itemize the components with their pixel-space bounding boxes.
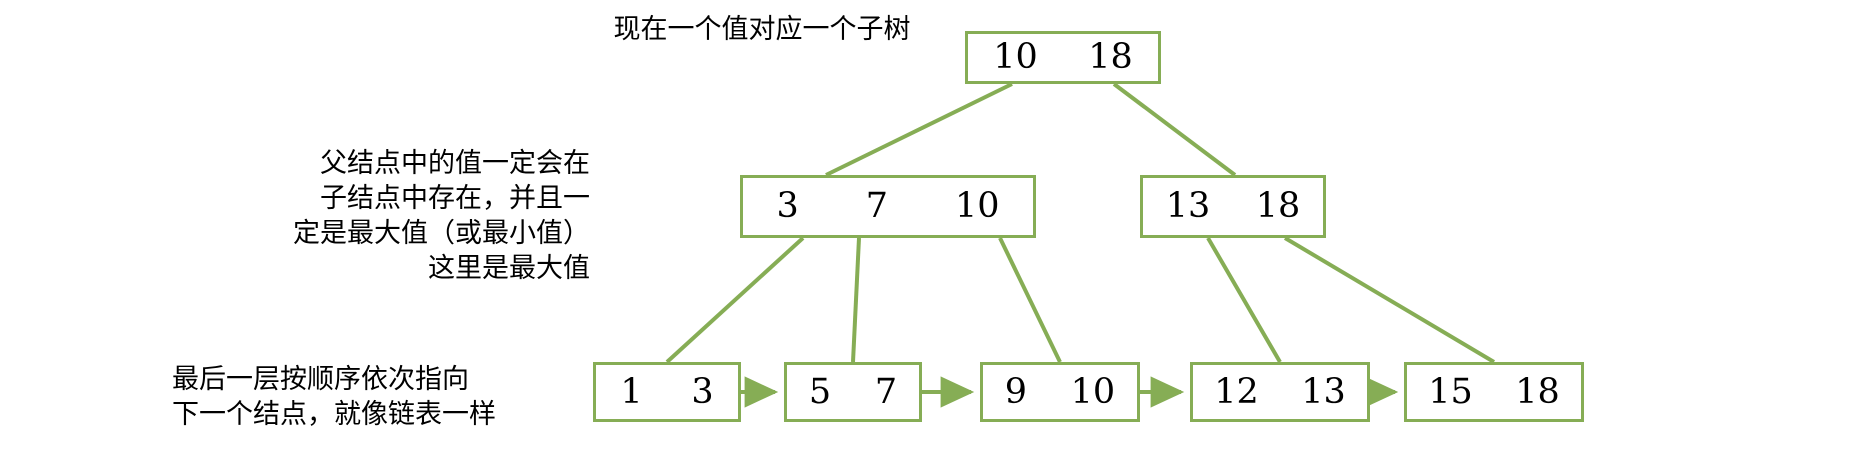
top-note: 现在一个值对应一个子树 — [613, 14, 911, 45]
leaf-node-4-value-2: 13 — [1301, 371, 1346, 412]
internal-node-right-value-1: 13 — [1165, 186, 1211, 226]
leaf-node-3-value-1: 9 — [1004, 371, 1028, 412]
internal-node-left[interactable]: 3 7 10 — [740, 175, 1036, 238]
edge-internal-left-to-leaf-3 — [998, 237, 1062, 363]
leaf-node-3-value-2: 10 — [1070, 371, 1116, 412]
internal-node-left-value-2: 7 — [865, 186, 888, 226]
root-node[interactable]: 10 18 — [965, 31, 1161, 84]
leaf-node-2-value-1: 5 — [808, 371, 832, 412]
internal-node-left-value-3: 10 — [954, 186, 1000, 226]
bottom-note: 最后一层按顺序依次指向 下一个结点，就像链表一样 — [172, 364, 496, 431]
leaf-node-1-value-2: 3 — [691, 371, 714, 412]
leaf-node-5-value-1: 15 — [1428, 371, 1473, 412]
edge-root-to-internal-right — [1112, 82, 1237, 177]
leaf-node-4[interactable]: 12 13 — [1190, 362, 1370, 422]
leaf-node-2-value-2: 7 — [874, 371, 898, 412]
edge-internal-right-to-leaf-4 — [1206, 236, 1282, 364]
edge-internal-left-to-leaf-2 — [851, 237, 861, 363]
tree-edge-group — [665, 82, 1496, 364]
leaf-node-5-value-2: 18 — [1515, 371, 1560, 412]
left-note: 父结点中的值一定会在 子结点中存在，并且一 定是最大值（或最小值） 这里是最大值 — [293, 148, 590, 285]
leaf-node-1-value-1: 1 — [620, 371, 643, 412]
internal-node-right-value-2: 18 — [1255, 186, 1301, 226]
internal-node-left-value-1: 3 — [776, 186, 799, 226]
root-node-value-1: 10 — [993, 37, 1038, 77]
edge-root-to-internal-left — [825, 82, 1013, 177]
edge-internal-right-to-leaf-5 — [1283, 236, 1496, 364]
edge-internal-left-to-leaf-1 — [665, 236, 805, 364]
root-node-value-2: 18 — [1088, 37, 1133, 77]
leaf-node-4-value-1: 12 — [1214, 371, 1259, 412]
internal-node-right[interactable]: 13 18 — [1140, 175, 1326, 238]
leaf-node-3[interactable]: 9 10 — [980, 362, 1140, 422]
